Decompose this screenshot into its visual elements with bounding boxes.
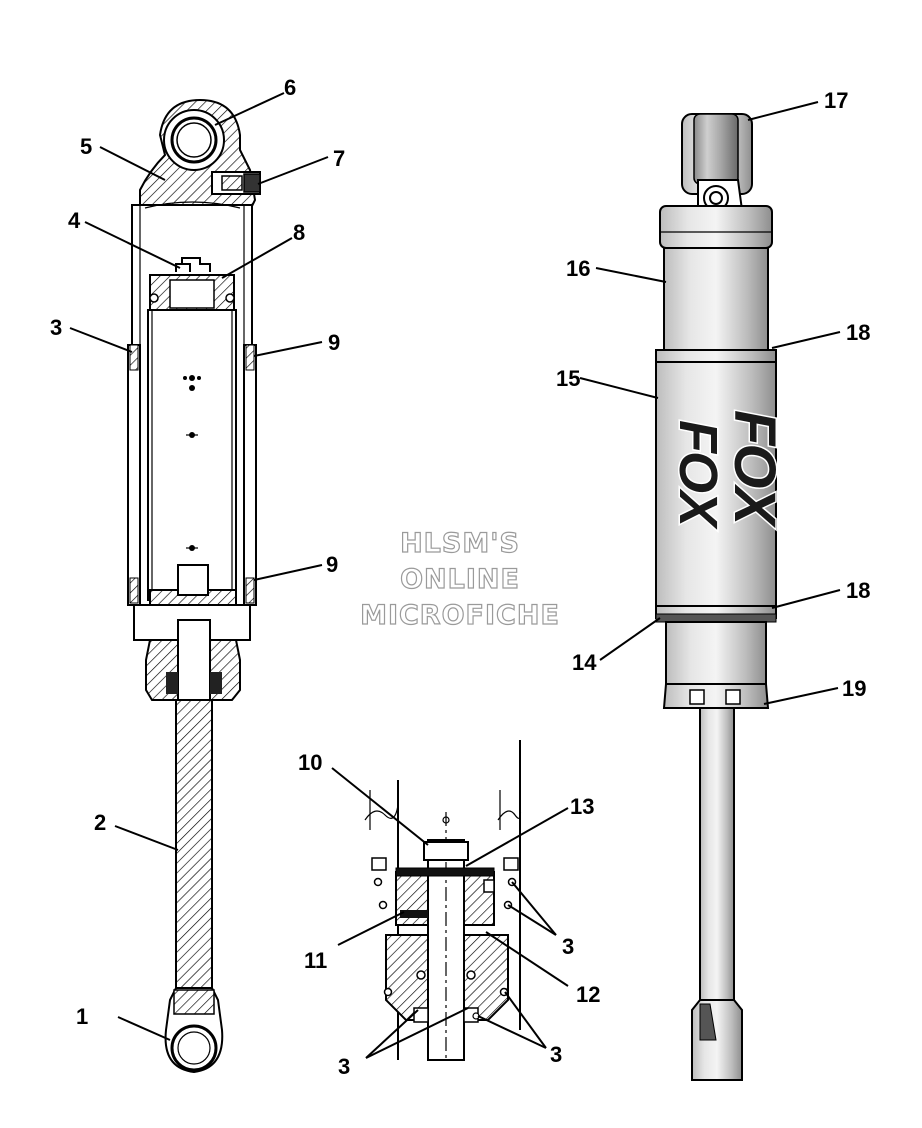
callout-15: 15 (556, 366, 580, 391)
callout-13: 13 (570, 794, 594, 819)
piston-detail-view (364, 740, 522, 1061)
watermark-line-2: ONLINE (400, 564, 520, 595)
brand-logo: FOX FOX (667, 409, 789, 532)
callout-1: 1 (76, 1004, 88, 1029)
watermark-line-3: MICROFICHE (360, 600, 560, 631)
cutaway-shock (127, 98, 261, 1074)
callout-4: 4 (68, 208, 81, 233)
callout-6: 6 (284, 75, 296, 100)
callout-17: 17 (824, 88, 848, 113)
callout-8: 8 (293, 220, 305, 245)
callout-3-detail-bottom-left: 3 (338, 1054, 350, 1079)
centerline-markers (183, 375, 201, 551)
callout-9-upper: 9 (328, 330, 340, 355)
callout-10: 10 (298, 750, 322, 775)
callout-3-detail-bottom-right: 3 (550, 1042, 562, 1067)
leader-lines (69, 92, 841, 1059)
callout-labels: 1 2 3 4 5 6 7 8 9 9 10 11 12 13 3 3 3 14… (50, 75, 870, 1079)
exterior-shock: FOX FOX (655, 113, 789, 1081)
callout-12: 12 (576, 982, 600, 1007)
callout-2: 2 (94, 810, 106, 835)
svg-text:FOX: FOX (722, 410, 787, 529)
callout-14: 14 (572, 650, 597, 675)
watermark: HLSM'S ONLINE MICROFICHE (359, 527, 560, 631)
callout-18-lower: 18 (846, 578, 870, 603)
callout-19: 19 (842, 676, 866, 701)
callout-11: 11 (304, 948, 327, 973)
callout-7: 7 (333, 146, 345, 171)
watermark-line-1: HLSM'S (400, 528, 520, 559)
callout-5: 5 (80, 134, 92, 159)
svg-text:FOX: FOX (668, 420, 728, 530)
callout-9-lower: 9 (326, 552, 338, 577)
callout-3: 3 (50, 315, 62, 340)
callout-3-detail-right: 3 (562, 934, 574, 959)
callout-16: 16 (566, 256, 590, 281)
callout-18-upper: 18 (846, 320, 870, 345)
